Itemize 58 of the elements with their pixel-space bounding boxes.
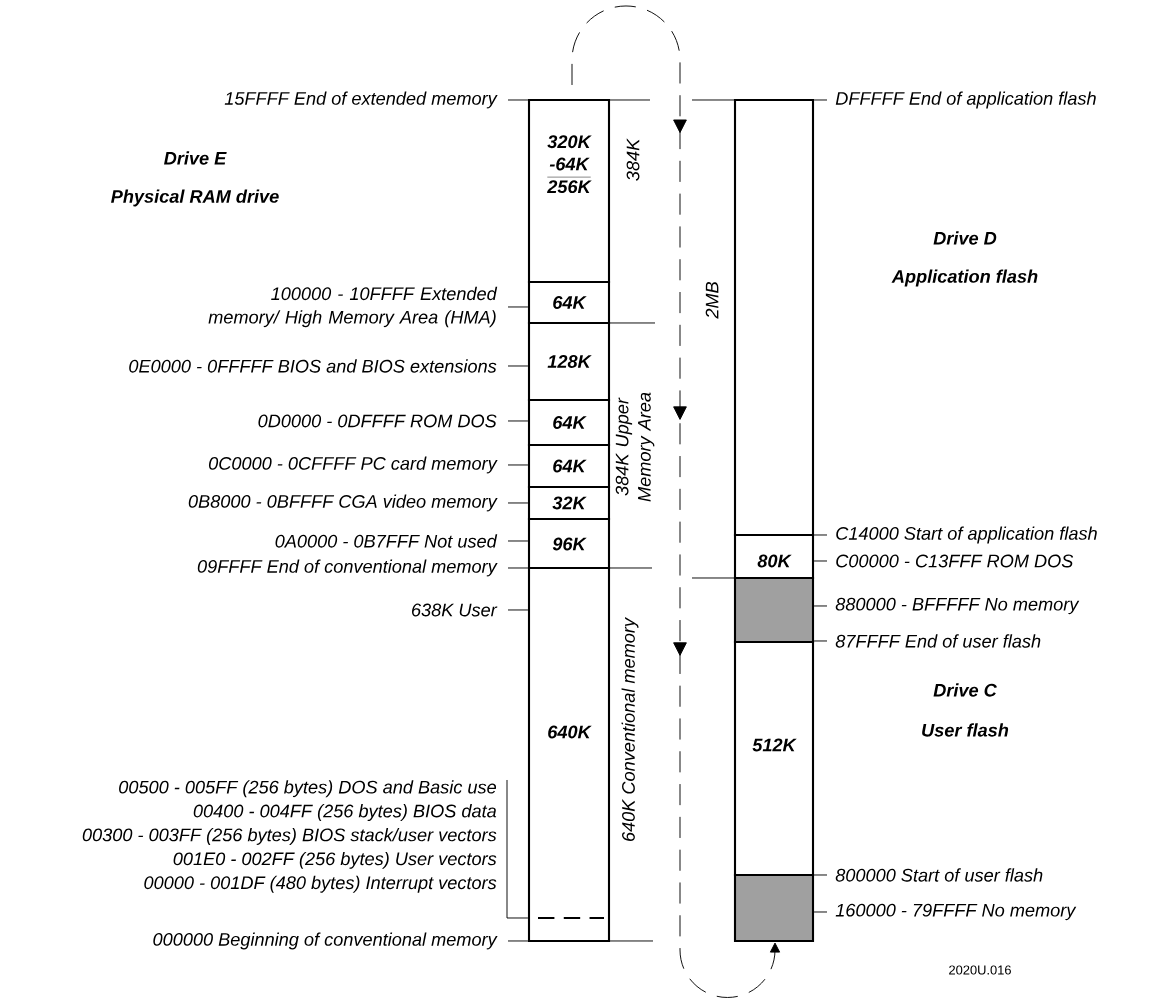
- leader-line: [506, 779, 529, 919]
- leader-line: [813, 534, 828, 536]
- address-label: 0A0000 - 0B7FFF Not used: [275, 534, 498, 548]
- drive-heading: Drive C: [933, 683, 997, 697]
- address-label: 87FFFF End of user flash: [835, 634, 1041, 648]
- address-label: 0B8000 - 0BFFFF CGA video memory: [188, 494, 498, 512]
- address-label: 100000 - 10FFFF Extended memory/ High Memory Area (HMA): [208, 286, 498, 328]
- memory-segment: 640K: [527, 566, 611, 943]
- leader-line: [507, 306, 529, 308]
- leader-line: [507, 365, 529, 367]
- address-label: 000000 Beginning of conventional memory: [153, 932, 498, 950]
- leader-line: [813, 99, 828, 101]
- leader-line: [507, 940, 529, 942]
- address-label: 0D0000 - 0DFFFF ROM DOS: [258, 414, 497, 428]
- size-label: 640K Conventional memory: [621, 617, 639, 841]
- leader-line: [813, 874, 828, 876]
- address-label: C00000 - C13FFF ROM DOS: [836, 554, 1074, 568]
- address-label: 800000 Start of user flash: [835, 868, 1043, 882]
- figure-number: 2020U.016: [949, 965, 1011, 975]
- address-label: 638K User: [412, 603, 498, 617]
- size-label: 384K: [626, 138, 640, 181]
- address-label: DFFFFF End of application flash: [835, 91, 1096, 109]
- leader-line: [813, 911, 828, 913]
- leader-line: [507, 540, 529, 542]
- address-label: 160000 - 79FFFF No memory: [835, 903, 1077, 921]
- memory-segment: 128K: [527, 321, 611, 402]
- memory-segment: 64K: [527, 280, 611, 325]
- shaded-segment: [733, 576, 815, 644]
- drive-heading: Drive D: [933, 231, 997, 245]
- leader-line: [507, 464, 529, 466]
- leader-line: [813, 605, 828, 607]
- leader-line: [813, 560, 828, 562]
- memory-segment: 64K: [527, 443, 611, 489]
- drive-heading: Drive E: [164, 151, 227, 165]
- address-label: 0C0000 - 0CFFFF PC card memory: [208, 456, 498, 474]
- address-list: 00500 - 005FF (256 bytes) DOS and Basic use 00400 - 004FF (256 bytes) BIOS data 00300 - 003FF (256 bytes) BIOS stack/user vectors 001E0 - 002FF (256 bytes) User vectors 00000 - 001DF (480 bytes) Interrupt vectors: [82, 780, 497, 893]
- leader-line: [813, 640, 828, 642]
- memory-segment: [733, 98, 815, 537]
- address-label: 0E0000 - 0FFFFF BIOS and BIOS extensions: [129, 359, 497, 373]
- dashed-arrow: [571, 5, 781, 998]
- leader-line: [507, 609, 529, 611]
- address-label: 880000 - BFFFFF No memory: [835, 597, 1080, 615]
- drive-heading: Physical RAM drive: [111, 189, 279, 207]
- memory-segment: 64K: [527, 398, 611, 447]
- memory-segment: 96K: [527, 517, 611, 570]
- size-label: 384K Upper Memory Area: [615, 392, 655, 502]
- address-label: C14000 Start of application flash: [836, 526, 1097, 544]
- leader-line: [507, 567, 529, 569]
- drive-heading: Application flash: [891, 269, 1038, 287]
- leader-line: [507, 99, 529, 101]
- address-label: 15FFFF End of extended memory: [224, 91, 498, 109]
- memory-segment: 320K -64K 256K: [527, 98, 611, 284]
- memory-segment: 32K: [527, 485, 611, 521]
- address-label: 09FFFF End of conventional memory: [197, 559, 498, 577]
- drive-heading: User flash: [922, 723, 1009, 737]
- leader-line: [507, 420, 529, 422]
- leader-line: [507, 502, 529, 504]
- shaded-segment: [733, 873, 815, 943]
